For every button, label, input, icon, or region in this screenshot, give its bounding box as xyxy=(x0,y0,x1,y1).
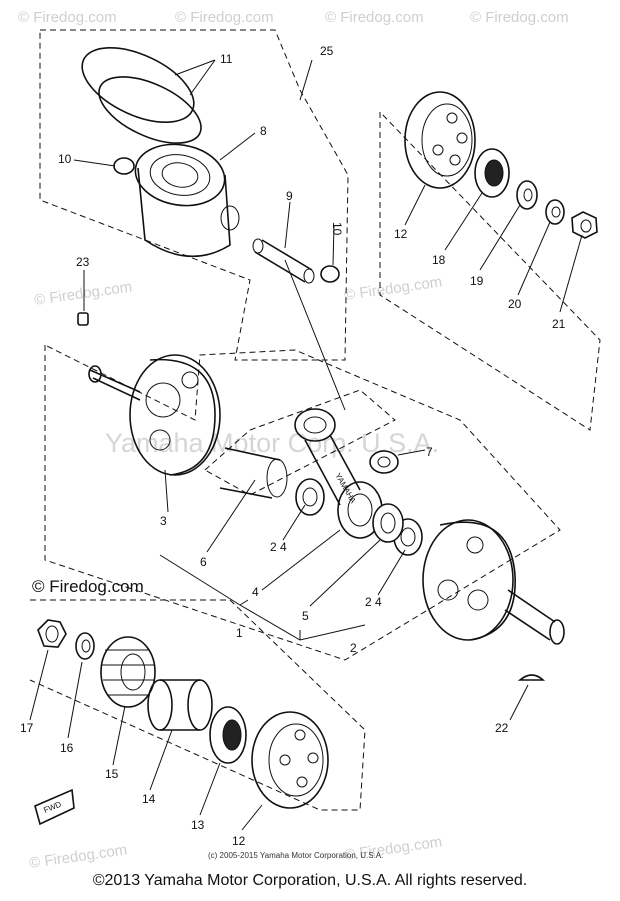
callout-18: 18 xyxy=(432,253,446,267)
watermark-site-dark: © Firedog.com xyxy=(32,577,144,596)
oil-seal-lower xyxy=(209,706,247,764)
callout-7: 7 xyxy=(426,445,433,459)
callout-20: 20 xyxy=(508,297,522,311)
leader-lines xyxy=(29,59,583,831)
callout-13: 13 xyxy=(191,818,205,832)
callout-17: 17 xyxy=(20,721,34,735)
watermark-site: © Firedog.com xyxy=(18,9,117,26)
piston xyxy=(134,143,240,258)
callout-8: 8 xyxy=(260,124,267,138)
footer-copyright: ©2013 Yamaha Motor Corporation, U.S.A. A… xyxy=(92,872,528,889)
callout-14: 14 xyxy=(142,792,156,806)
callout-2: 2 xyxy=(350,641,357,655)
crank-half-left xyxy=(88,354,221,476)
bearing-group-outline xyxy=(379,111,601,431)
watermark-site: © Firedog.com xyxy=(470,9,569,26)
copyright-small: (c) 2005-2015 Yamaha Motor Corporation, … xyxy=(208,851,383,860)
callout-21: 21 xyxy=(552,317,566,331)
crank-half-right xyxy=(422,519,565,645)
piston-pin xyxy=(252,238,315,284)
watermark-site: © Firedog.com xyxy=(33,278,133,309)
main-bearing-lower xyxy=(251,711,329,809)
watermark-layer: © Firedog.com © Firedog.com © Firedog.co… xyxy=(18,9,569,872)
callout-16: 16 xyxy=(60,741,74,755)
piston-pin-clip-right xyxy=(320,265,340,283)
washer-20 xyxy=(545,199,565,225)
watermark-site: © Firedog.com xyxy=(175,9,274,26)
thrust-washer-left xyxy=(295,478,325,516)
nut-17 xyxy=(37,619,67,648)
callout-19: 19 xyxy=(470,274,484,288)
washer-19 xyxy=(516,180,538,210)
spacer xyxy=(147,679,213,731)
callouts: 11 25 8 10 9 10 12 18 19 20 21 23 7 3 2 … xyxy=(20,44,566,848)
primary-drive-gear xyxy=(100,636,156,708)
callout-24-right: 2 4 xyxy=(365,595,382,609)
callout-3: 3 xyxy=(160,514,167,528)
callout-4: 4 xyxy=(252,585,259,599)
callout-12-lower: 12 xyxy=(232,834,246,848)
watermark-site: © Firedog.com xyxy=(28,841,128,872)
callout-10-right: 10 xyxy=(330,222,344,236)
drive-group-outline xyxy=(29,599,366,811)
big-end-bearing xyxy=(372,503,404,543)
callout-5: 5 xyxy=(302,609,309,623)
main-bearing-upper xyxy=(404,91,476,189)
piston-group-outline xyxy=(39,29,349,361)
watermark-site: © Firedog.com xyxy=(325,9,424,26)
oil-seal-upper xyxy=(474,148,510,198)
piston-pin-clip-left xyxy=(113,157,135,175)
fwd-arrow: FWD xyxy=(34,788,75,826)
callout-23: 23 xyxy=(76,255,90,269)
crank-group-outline xyxy=(44,259,561,661)
callout-11: 11 xyxy=(220,52,233,66)
washer-16 xyxy=(75,632,95,660)
woodruff-key-23 xyxy=(77,312,89,326)
watermark-site: © Firedog.com xyxy=(343,273,443,304)
callout-25: 25 xyxy=(320,44,334,58)
callout-15: 15 xyxy=(105,767,119,781)
nut-21 xyxy=(571,211,598,239)
callout-22: 22 xyxy=(495,721,509,735)
callout-9: 9 xyxy=(286,189,293,203)
callout-12-upper: 12 xyxy=(394,227,408,241)
callout-10-left: 10 xyxy=(58,152,72,166)
piston-rings xyxy=(81,47,202,144)
woodruff-key-22 xyxy=(517,674,546,681)
callout-24-left: 2 4 xyxy=(270,540,287,554)
callout-6: 6 xyxy=(200,555,207,569)
callout-1: 1 xyxy=(236,626,243,640)
small-end-bearing xyxy=(369,450,399,474)
